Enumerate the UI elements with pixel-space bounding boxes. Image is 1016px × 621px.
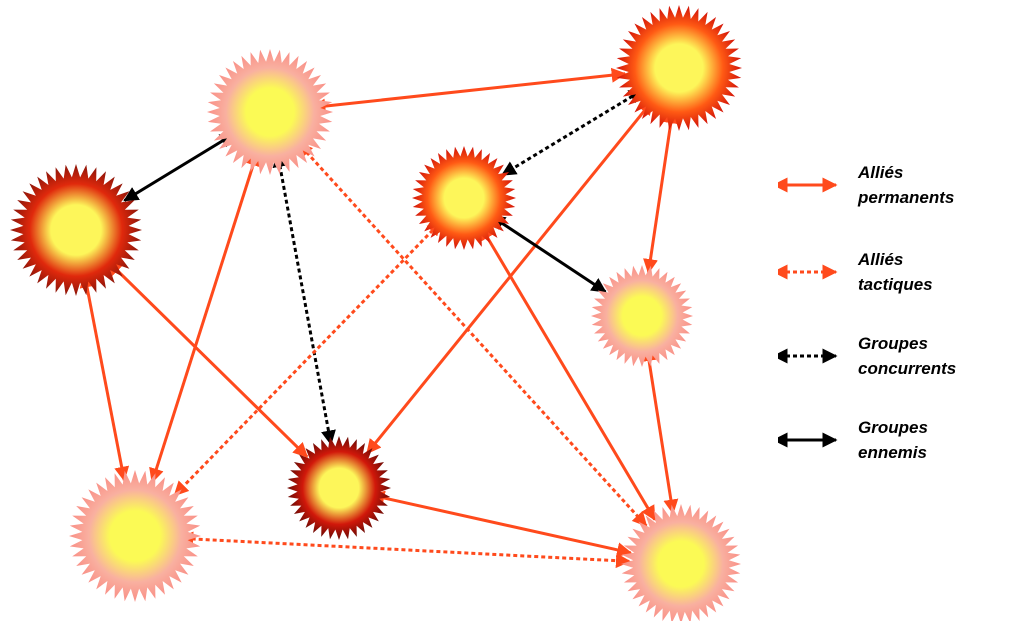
legend-label-line2: concurrents	[858, 359, 957, 378]
enemy-groups-arrow-icon	[778, 432, 838, 448]
legend-tactical-allies: Alliés tactiques	[778, 247, 933, 297]
legend-label: Alliés permanents	[858, 160, 954, 210]
legend-label: Groupes concurrents	[858, 331, 956, 381]
edge-tactical-n4-n6	[173, 220, 443, 497]
edge-competitor-n2-n4	[500, 89, 645, 177]
node-right-middle	[591, 265, 693, 367]
nodes-layer	[10, 5, 742, 621]
legend-label: Groupes ennemis	[858, 415, 928, 465]
competing-groups-arrow-icon	[778, 348, 838, 364]
edge-permanent-n2-n7	[365, 99, 654, 455]
node-top-right	[616, 5, 742, 131]
edge-permanent-n4-n8	[479, 224, 656, 521]
legend-label-line2: permanents	[858, 188, 955, 207]
edge-competitor-n1-n7	[272, 152, 336, 446]
node-bottom-center	[287, 436, 391, 540]
edge-enemy-n4-n5	[490, 215, 607, 294]
permanent-allies-arrow-icon	[778, 177, 838, 193]
legend-label-line1: Alliés	[858, 250, 904, 269]
legend-label-line1: Alliés	[858, 163, 904, 182]
edge-enemy-n1-n3	[123, 133, 236, 202]
legend-permanent-allies: Alliés permanents	[778, 160, 954, 210]
edge-permanent-n1-n2	[310, 67, 627, 114]
legend-label-line2: ennemis	[858, 443, 927, 462]
legend-enemy-groups: Groupes ennemis	[778, 415, 928, 465]
legend-competing-groups: Groupes concurrents	[778, 331, 956, 381]
node-bottom-left	[69, 470, 201, 602]
edge-permanent-n3-n6	[79, 272, 130, 482]
legend-label: Alliés tactiques	[858, 247, 933, 297]
edge-permanent-n5-n8	[641, 345, 679, 515]
edge-permanent-n1-n6	[149, 150, 261, 484]
edge-permanent-n2-n5	[643, 108, 679, 275]
legend-label-line2: tactiques	[858, 275, 933, 294]
edge-permanent-n7-n8	[369, 490, 633, 558]
tactical-allies-arrow-icon	[778, 264, 838, 280]
node-top-center-left	[207, 49, 333, 175]
edges-layer	[79, 67, 679, 569]
legend-label-line1: Groupes	[858, 418, 928, 437]
edge-tactical-n6-n8	[178, 531, 631, 569]
node-left	[10, 164, 142, 296]
node-bottom-right	[621, 504, 741, 621]
legend-label-line1: Groupes	[858, 334, 928, 353]
node-center	[412, 146, 516, 250]
